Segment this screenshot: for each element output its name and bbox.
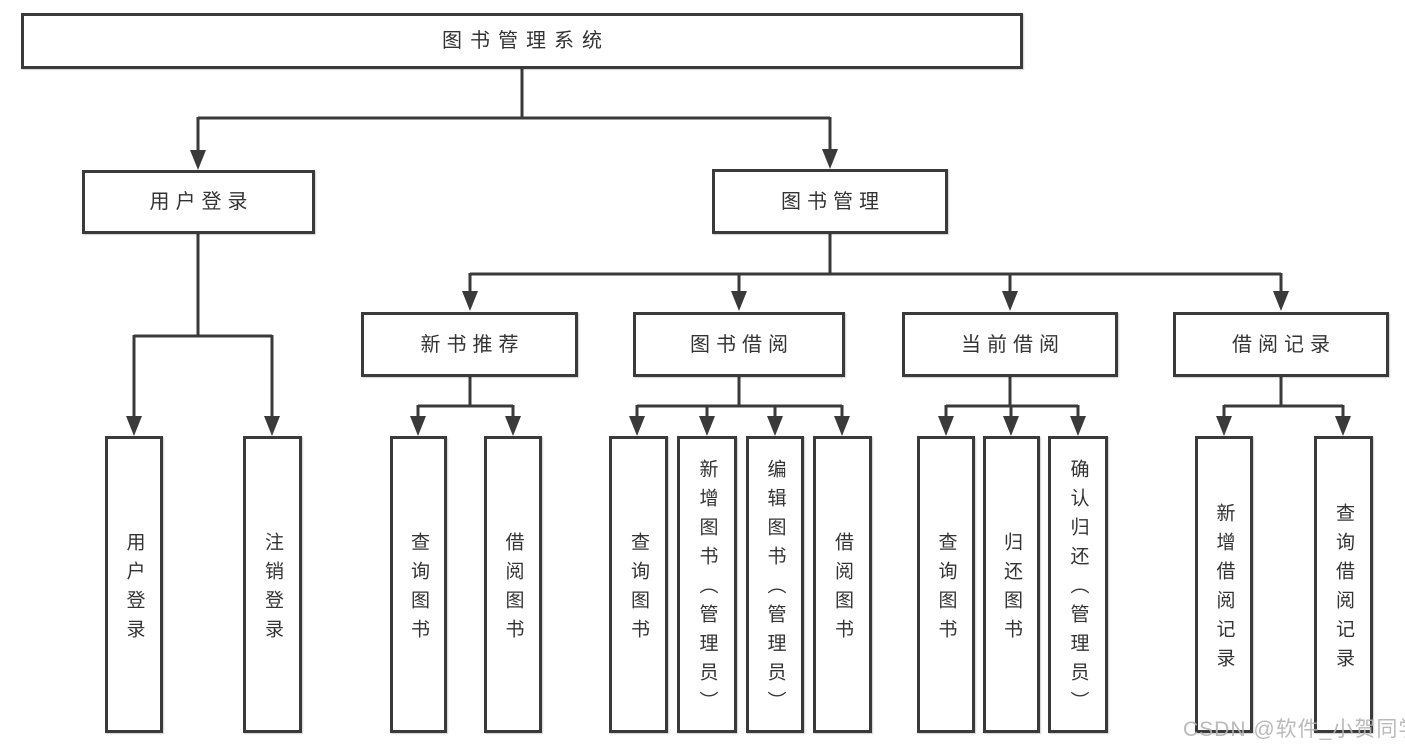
leaf-add-borrow-record: 新增借阅记录 (1195, 436, 1253, 733)
node-label: 图书管理 (781, 190, 885, 213)
node-new-book-recommend: 新书推荐 (361, 312, 578, 377)
node-borrow-records: 借阅记录 (1173, 312, 1389, 377)
arrowheads (126, 149, 1351, 436)
node-label: 新书推荐 (420, 333, 525, 356)
leaf-confirm-return-admin: 确认归还（管理员） (1048, 436, 1108, 733)
node-label: 用户登录 (123, 531, 145, 648)
node-label: 归还图书 (1001, 531, 1022, 648)
node-library-system: 图书管理系统 (21, 13, 1023, 69)
node-user-login: 用户登录 (82, 170, 315, 234)
node-label: 新增图书（管理员） (696, 459, 718, 720)
leaf-return-books: 归还图书 (983, 436, 1040, 733)
node-label: 借阅记录 (1232, 333, 1336, 356)
node-book-management: 图书管理 (712, 169, 948, 234)
leaf-query-books-borrow: 查询图书 (609, 436, 668, 733)
node-label: 借阅图书 (502, 531, 524, 648)
node-label: 确认归还（管理员） (1067, 459, 1089, 720)
node-label: 查询图书 (628, 531, 649, 648)
node-book-borrow: 图书借阅 (633, 312, 845, 377)
leaf-query-books-recommend: 查询图书 (390, 436, 447, 733)
node-label: 用户登录 (149, 191, 254, 213)
node-label: 图书管理系统 (442, 30, 610, 52)
leaf-borrow-books: 借阅图书 (813, 436, 872, 733)
node-label: 查询借阅记录 (1333, 502, 1354, 677)
node-label: 查询图书 (935, 531, 957, 648)
node-label: 查询图书 (408, 531, 429, 648)
csdn-watermark: CSDN @软件_小贺同学 (1183, 718, 1405, 741)
node-label: 借阅图书 (832, 531, 853, 648)
leaf-edit-books-admin: 编辑图书（管理员） (746, 436, 804, 733)
leaf-query-books-current: 查询图书 (917, 436, 975, 733)
node-label: 图书借阅 (690, 333, 794, 356)
leaf-add-books-admin: 新增图书（管理员） (677, 436, 737, 733)
leaf-query-borrow-record: 查询借阅记录 (1314, 436, 1373, 733)
leaf-user-login: 用户登录 (105, 436, 163, 733)
node-label: 新增借阅记录 (1213, 502, 1235, 677)
leaf-logout: 注销登录 (243, 436, 302, 733)
node-label: 注销登录 (262, 531, 283, 648)
node-label: 编辑图书（管理员） (764, 459, 786, 720)
leaf-borrow-books-recommend: 借阅图书 (484, 436, 542, 733)
node-label: 当前借阅 (961, 333, 1065, 356)
node-current-borrow: 当前借阅 (902, 312, 1118, 377)
